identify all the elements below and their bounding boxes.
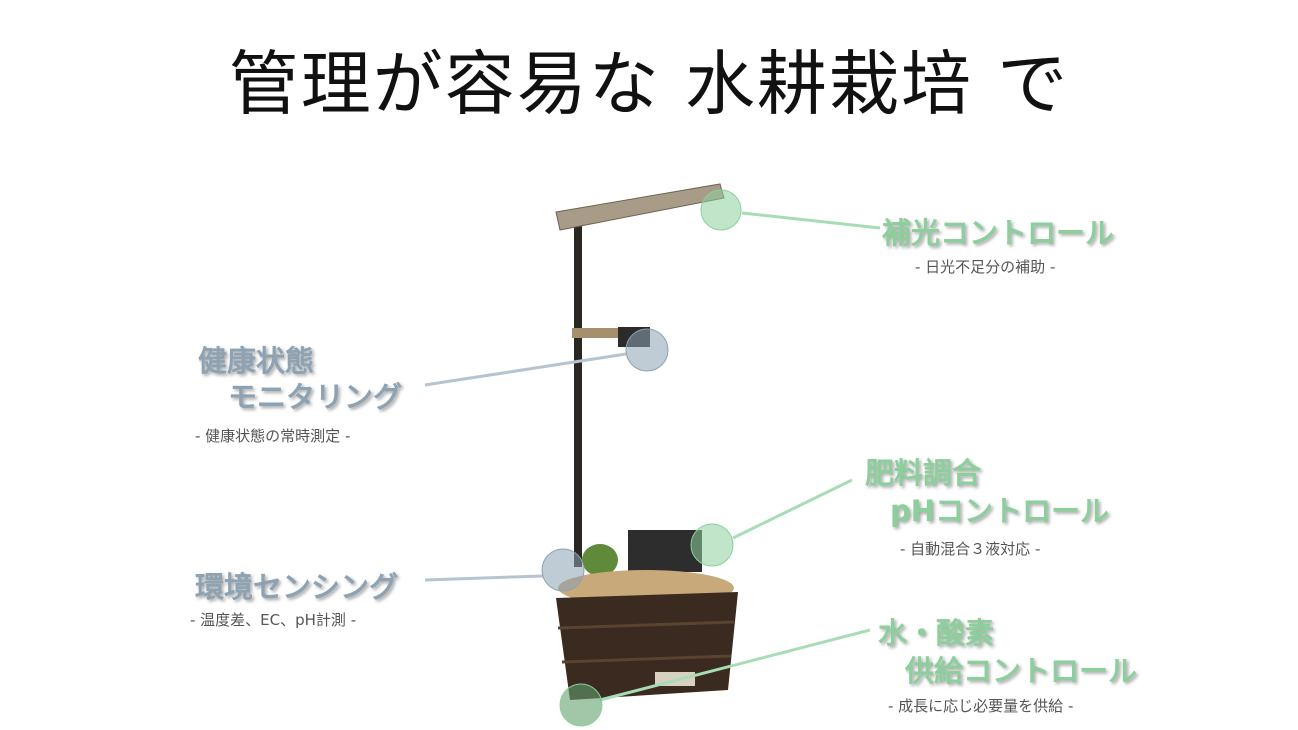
health-monitoring-subtitle: - 健康状態の常時測定 - [195,427,351,445]
marker-fertilizer [690,523,734,567]
environment-sensing-subtitle: - 温度差、EC、pH計測 - [190,611,357,629]
health-monitoring-title-2: モニタリング [228,380,403,414]
marker-light [700,189,742,231]
device-pole [574,222,582,567]
control-box [628,530,702,572]
plant [582,544,618,576]
marker-health [625,328,669,372]
fertilizer-subtitle: - 自動混合３液対応 - [900,540,1041,558]
water-oxygen-subtitle: - 成長に応じ必要量を供給 - [888,697,1074,715]
light-control-title: 補光コントロール [882,216,1115,250]
connector-environment [424,574,544,582]
grow-light-bar [555,183,725,231]
connector-light [741,211,881,230]
connector-water [599,628,871,702]
marker-water [559,683,603,727]
camera-mount [572,328,622,338]
fertilizer-title-2: pHコントロール [890,494,1110,528]
connector-health [424,352,627,387]
health-monitoring-title-1: 健康状態 [198,344,315,378]
connector-fertilizer [732,478,853,540]
fertilizer-title-1: 肥料調合 [865,456,982,490]
environment-sensing-title: 環境センシング [195,570,399,604]
water-oxygen-title-1: 水・酸素 [878,616,995,650]
light-control-subtitle: - 日光不足分の補助 - [915,258,1056,276]
marker-environment [541,548,585,592]
slide-title: 管理が容易な 水耕栽培 で [228,43,1070,125]
water-oxygen-title-2: 供給コントロール [905,654,1138,688]
